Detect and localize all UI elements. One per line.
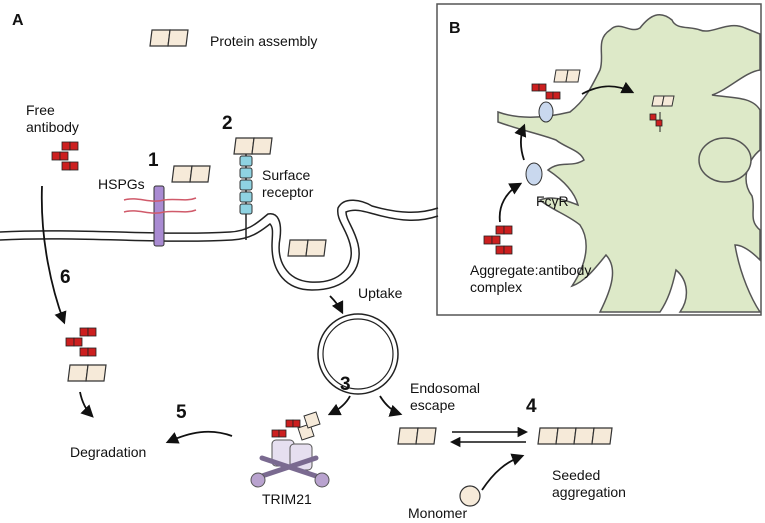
protein-assembly-legend-icon xyxy=(149,29,189,47)
fcgr-complex-upper xyxy=(531,69,581,123)
cell-membrane-outer xyxy=(0,199,439,283)
panel-label-a: A xyxy=(12,12,24,29)
protein-assembly-vesicle-forming xyxy=(287,239,327,257)
label-hspgs: HSPGs xyxy=(98,176,145,192)
fcgr-receptor-lower xyxy=(525,162,543,186)
hspg-chain-1 xyxy=(123,197,197,202)
step-5: 5 xyxy=(176,402,187,423)
cell-membrane-inner xyxy=(0,209,439,291)
label-degradation: Degradation xyxy=(70,444,147,460)
arrow-uptake xyxy=(329,295,344,315)
label-free-antibody-1: Free xyxy=(26,102,55,118)
arrow-monomer-to-aggregate xyxy=(481,453,525,491)
arrow-endosomal-escape xyxy=(379,395,403,417)
aggregate-antibody-complex xyxy=(483,225,513,255)
label-surface-receptor-2: receptor xyxy=(262,184,314,200)
label-trim21: TRIM21 xyxy=(262,491,312,507)
internalized-complex xyxy=(649,95,675,132)
label-aggregate-complex-2: complex xyxy=(470,279,523,295)
surface-receptor xyxy=(239,155,253,215)
arrow-complex-to-fcgr xyxy=(498,182,523,223)
protein-assembly-hspg xyxy=(171,165,211,183)
microglia-cell xyxy=(497,13,762,313)
bound-antibody-degradation xyxy=(65,327,97,357)
label-uptake: Uptake xyxy=(358,285,403,301)
arrow-bound-to-degradation xyxy=(79,391,94,418)
label-free-antibody-2: antibody xyxy=(26,119,79,135)
protein-assembly-escaped xyxy=(397,427,437,445)
arrow-fcgr-up xyxy=(514,123,527,161)
label-seeded-aggregation-1: Seeded xyxy=(552,467,601,483)
arrow-trim21-to-degradation xyxy=(165,430,233,444)
step-4: 4 xyxy=(526,396,537,417)
trim21-complex xyxy=(250,411,330,488)
panel-label-b: B xyxy=(449,20,461,37)
monomer xyxy=(459,485,481,507)
step-2: 2 xyxy=(222,113,233,134)
step-3: 3 xyxy=(340,374,351,395)
arrow-endosome-to-trim21 xyxy=(327,395,351,416)
label-monomer: Monomer xyxy=(408,505,468,521)
microglia-nucleus xyxy=(698,137,752,183)
protein-assembly-receptor xyxy=(233,137,273,155)
label-fcgr: FcγR xyxy=(536,193,569,209)
seeded-aggregate xyxy=(537,427,613,445)
step-1: 1 xyxy=(148,150,159,171)
arrow-phagocytosis xyxy=(581,81,635,95)
endosome-inner xyxy=(322,318,394,390)
hspg-chain-2 xyxy=(123,209,197,214)
free-antibody xyxy=(51,141,79,171)
legend-protein-assembly: Protein assembly xyxy=(210,33,318,49)
hspg-core xyxy=(153,185,165,247)
arrow-free-antibody-to-bound xyxy=(40,185,67,325)
label-endosomal-escape-1: Endosomal xyxy=(410,380,481,396)
label-surface-receptor-1: Surface xyxy=(262,167,311,183)
label-endosomal-escape-2: escape xyxy=(410,397,456,413)
label-aggregate-complex-1: Aggregate:antibody xyxy=(470,262,592,278)
protein-assembly-antibody-bound xyxy=(67,364,107,382)
endosome-outer xyxy=(317,313,399,395)
step-6: 6 xyxy=(60,267,71,288)
label-seeded-aggregation-2: aggregation xyxy=(552,484,626,500)
